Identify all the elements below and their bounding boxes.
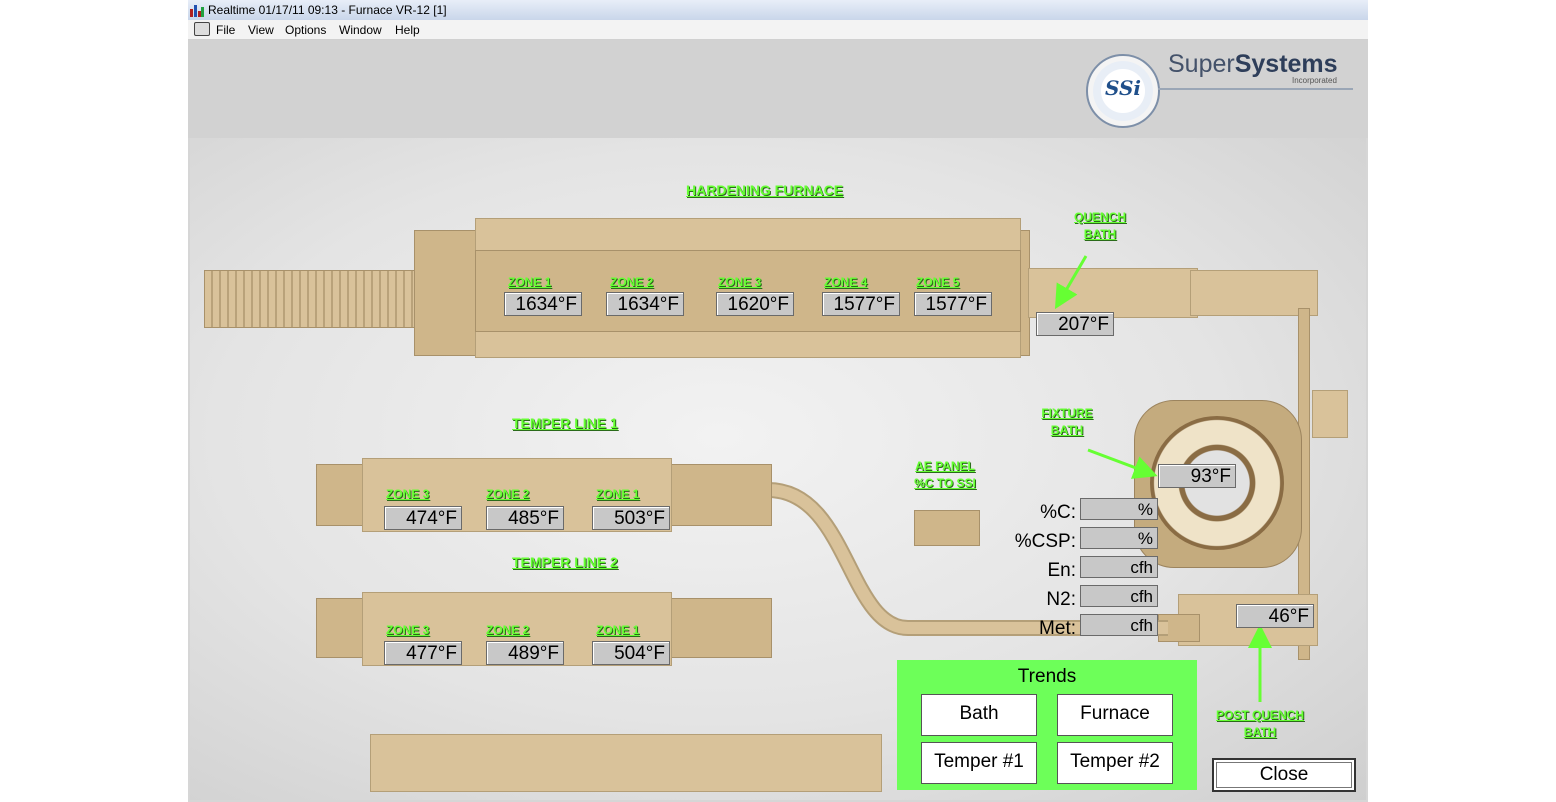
trends-title: Trends bbox=[1017, 666, 1077, 687]
logo-super: Super bbox=[1168, 50, 1235, 78]
temper-1-zone-2-label: ZONE 2 bbox=[486, 487, 530, 501]
hardening-zone-3-temp: 1620°F bbox=[716, 292, 794, 316]
carbon-value: % bbox=[1080, 498, 1158, 520]
endo-label: En: bbox=[1047, 560, 1076, 581]
hardening-zone-1-temp: 1634°F bbox=[504, 292, 582, 316]
temper-1-zone-3-temp: 474°F bbox=[384, 506, 462, 530]
logo-systems: Systems bbox=[1234, 50, 1338, 78]
monitor-icon[interactable] bbox=[194, 22, 210, 36]
hardening-furnace-inner bbox=[475, 250, 1021, 332]
endo-value: cfh bbox=[1080, 556, 1158, 578]
hardening-zone-2-temp: 1634°F bbox=[606, 292, 684, 316]
post-quench-bath-label-line1: POST QUENCH bbox=[1215, 708, 1304, 722]
fixture-bath-temp: 93°F bbox=[1158, 464, 1236, 488]
hardening-zone-2-label: ZONE 2 bbox=[610, 275, 654, 289]
transfer-track bbox=[1190, 270, 1318, 316]
carbon-setpoint-label: %CSP: bbox=[1014, 531, 1076, 552]
logo-subtitle: Incorporated bbox=[1292, 76, 1337, 85]
ssi-logo-seal: SSi bbox=[1086, 54, 1160, 128]
header-band: SSi SuperSystems Incorporated bbox=[188, 40, 1368, 138]
nitrogen-value: cfh bbox=[1080, 585, 1158, 607]
furnace-trend-button[interactable]: Furnace bbox=[1057, 694, 1173, 736]
temper-1-zone-1-temp: 503°F bbox=[592, 506, 670, 530]
menu-bar: File View Options Window Help bbox=[188, 20, 1368, 40]
temper-1-trend-button[interactable]: Temper #1 bbox=[921, 742, 1037, 784]
title-bar[interactable]: Realtime 01/17/11 09:13 - Furnace VR-12 … bbox=[188, 0, 1368, 21]
temper-2-trend-button[interactable]: Temper #2 bbox=[1057, 742, 1173, 784]
ae-panel-label-line2: %C TO SSI bbox=[914, 476, 976, 490]
menu-file[interactable]: File bbox=[216, 23, 236, 37]
carbon-setpoint-value: % bbox=[1080, 527, 1158, 549]
fixture-bath-label-line2: BATH bbox=[1050, 423, 1084, 437]
methane-value: cfh bbox=[1080, 614, 1158, 636]
logo-underline bbox=[1158, 88, 1353, 90]
temper-2-zone-1-label: ZONE 1 bbox=[596, 623, 640, 637]
loading-conveyor bbox=[204, 270, 420, 328]
bar-chart-icon bbox=[190, 3, 204, 17]
menu-view[interactable]: View bbox=[248, 23, 274, 37]
hardening-zone-1-label: ZONE 1 bbox=[508, 275, 552, 289]
ae-panel-label-line1: AE PANEL bbox=[915, 459, 975, 473]
carbon-label: %C: bbox=[1040, 502, 1076, 523]
temper-1-zone-3-label: ZONE 3 bbox=[386, 487, 430, 501]
post-quench-bath-label-line2: BATH bbox=[1243, 725, 1277, 739]
quench-bath-temp: 207°F bbox=[1036, 312, 1114, 336]
company-logo-text: SuperSystems bbox=[1168, 50, 1338, 79]
menu-window[interactable]: Window bbox=[339, 23, 382, 37]
fixture-bath-label-line1: FIXTURE bbox=[1041, 406, 1093, 420]
hardening-zone-5-label: ZONE 5 bbox=[916, 275, 960, 289]
window-title: Realtime 01/17/11 09:13 - Furnace VR-12 … bbox=[208, 3, 447, 17]
post-quench-bath-label: POST QUENCH BATH bbox=[1200, 707, 1320, 741]
side-block bbox=[1312, 390, 1348, 438]
temper-1-zone-2-temp: 485°F bbox=[486, 506, 564, 530]
temper-2-zone-3-label: ZONE 3 bbox=[386, 623, 430, 637]
hardening-zone-5-temp: 1577°F bbox=[914, 292, 992, 316]
quench-bath-label-line2: BATH bbox=[1083, 227, 1117, 241]
methane-label: Met: bbox=[1039, 618, 1076, 639]
quench-bath-label: QUENCH BATH bbox=[1064, 209, 1136, 243]
bath-trend-button[interactable]: Bath bbox=[921, 694, 1037, 736]
temper-2-zone-2-temp: 489°F bbox=[486, 641, 564, 665]
post-quench-bath-temp: 46°F bbox=[1236, 604, 1314, 628]
ae-panel-unit bbox=[914, 510, 980, 546]
hardening-zone-3-label: ZONE 3 bbox=[718, 275, 762, 289]
fixture-bath-label: FIXTURE BATH bbox=[1030, 405, 1104, 439]
temper-2-zone-2-label: ZONE 2 bbox=[486, 623, 530, 637]
nitrogen-label: N2: bbox=[1046, 589, 1076, 610]
temper-line-2-label: TEMPER LINE 2 bbox=[512, 554, 618, 570]
temper-2-zone-1-temp: 504°F bbox=[592, 641, 670, 665]
ae-panel-label: AE PANEL %C TO SSI bbox=[903, 458, 987, 492]
plant-diagram: HARDENING FURNACE QUENCH BATH TEMPER LIN… bbox=[190, 138, 1366, 800]
hardening-furnace-label: HARDENING FURNACE bbox=[686, 182, 844, 198]
temper-2-zone-3-temp: 477°F bbox=[384, 641, 462, 665]
logo-initials: SSi bbox=[1104, 76, 1142, 100]
close-button[interactable]: Close bbox=[1212, 758, 1356, 792]
app-window: Realtime 01/17/11 09:13 - Furnace VR-12 … bbox=[188, 0, 1368, 802]
bottom-bench bbox=[370, 734, 882, 792]
quench-bath-label-line1: QUENCH bbox=[1073, 210, 1126, 224]
menu-options[interactable]: Options bbox=[285, 23, 327, 37]
temper-line-1-label: TEMPER LINE 1 bbox=[512, 415, 618, 431]
menu-help[interactable]: Help bbox=[395, 23, 420, 37]
temper-1-zone-1-label: ZONE 1 bbox=[596, 487, 640, 501]
trends-panel: Trends Bath Furnace Temper #1 Temper #2 bbox=[897, 660, 1197, 790]
hardening-zone-4-label: ZONE 4 bbox=[824, 275, 868, 289]
hardening-zone-4-temp: 1577°F bbox=[822, 292, 900, 316]
indicator-arrows bbox=[1054, 255, 1272, 702]
connecting-conveyor bbox=[768, 482, 1168, 636]
